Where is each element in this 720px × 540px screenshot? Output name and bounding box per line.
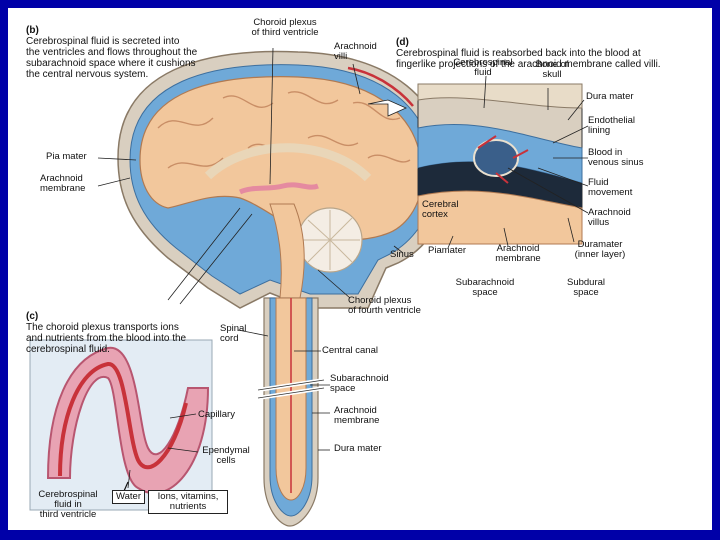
choroid-plexus-inset bbox=[29, 339, 213, 511]
label-arachnoid-villi: Arachnoid villi bbox=[334, 41, 377, 62]
label-ependymal-cells: Ependymal cells bbox=[202, 445, 250, 466]
caption-c-tag: (c) bbox=[26, 311, 39, 322]
csf-diagram bbox=[29, 47, 589, 527]
label-central-canal: Central canal bbox=[322, 345, 378, 356]
cerebrum bbox=[139, 76, 423, 241]
spinal-column bbox=[257, 297, 325, 527]
label-cerebrospinal-fluid-top: Cerebrospinal fluid bbox=[453, 57, 513, 78]
caption-b-tag: (b) bbox=[26, 25, 39, 36]
pointer-lines bbox=[97, 47, 589, 489]
zoom-connector-villus bbox=[367, 99, 407, 117]
caption-c-text: The choroid plexus transports ions and n… bbox=[26, 322, 187, 355]
caption-c: (c) The choroid plexus transports ions a… bbox=[26, 300, 236, 355]
label-water: Water bbox=[112, 490, 145, 504]
label-arachnoid-membrane-spine: Arachnoid membrane bbox=[334, 405, 380, 426]
spine-break-outline bbox=[257, 379, 325, 399]
inset-subarachnoid bbox=[418, 161, 582, 208]
caption-b: (b) Cerebrospinal fluid is secreted into… bbox=[26, 14, 236, 80]
label-pia-mater-left: Pia mater bbox=[46, 151, 87, 162]
label-blood-in-venous-sinus: Blood in venous sinus bbox=[588, 147, 644, 168]
caption-d-tag: (d) bbox=[396, 37, 409, 48]
corpus-callosum bbox=[204, 143, 372, 182]
inset-flow-arrows bbox=[477, 135, 529, 184]
venous-sinus bbox=[347, 66, 414, 107]
cerebellum-folds bbox=[300, 210, 360, 270]
label-capillary: Capillary bbox=[198, 409, 235, 420]
label-dura-mater-spine: Dura mater bbox=[334, 443, 382, 454]
label-choroid-third: Choroid plexus of third ventricle bbox=[251, 17, 319, 38]
label-arachnoid-membrane-bottom: Arachnoid membrane bbox=[495, 243, 541, 264]
label-csf-third-ventricle: Cerebrospinal fluid in third ventricle bbox=[38, 489, 98, 520]
label-arachnoid-membrane-left: Arachnoid membrane bbox=[40, 173, 86, 194]
label-ions-vitamins: Ions, vitamins, nutrients bbox=[148, 490, 228, 514]
label-subdural-space: Subdural space bbox=[566, 277, 606, 298]
caption-d-text: Cerebrospinal fluid is reabsorbed back i… bbox=[396, 48, 661, 70]
label-cerebral-cortex: Cerebral cortex bbox=[422, 199, 459, 220]
label-dura-mater-right: Dura mater bbox=[586, 91, 634, 102]
sagittal-head-section bbox=[117, 50, 449, 309]
choroid-plexus-third bbox=[238, 182, 319, 195]
caption-b-text: Cerebrospinal fluid is secreted into the… bbox=[26, 36, 198, 80]
label-bone-of-skull: Bone of skull bbox=[535, 59, 569, 80]
label-duramater-inner: Duramater (inner layer) bbox=[574, 239, 626, 260]
arachnoid-villus-inset bbox=[417, 83, 583, 245]
inset-cortex bbox=[417, 190, 583, 245]
choroid-capillary bbox=[58, 362, 188, 477]
slide: (b) Cerebrospinal fluid is secreted into… bbox=[8, 8, 712, 530]
label-sinus: Sinus bbox=[390, 249, 414, 260]
inset-bone bbox=[417, 83, 583, 109]
inset-villus bbox=[473, 139, 519, 177]
gyri-folds bbox=[157, 91, 411, 169]
label-spinal-cord: Spinal cord bbox=[220, 323, 247, 344]
zoom-connector-choroid bbox=[167, 207, 253, 305]
label-subarachnoid-space-spine: Subarachnoid space bbox=[330, 373, 389, 394]
label-subarachnoid-space-bottom: Subarachnoid space bbox=[455, 277, 515, 298]
label-fluid-movement: Fluid movement bbox=[588, 177, 633, 198]
label-arachnoid-villus: Arachnoid villus bbox=[588, 207, 631, 228]
label-endothelial-lining: Endothelial lining bbox=[588, 115, 636, 136]
caption-d: (d) Cerebrospinal fluid is reabsorbed ba… bbox=[396, 26, 706, 70]
label-choroid-fourth: Choroid plexus of fourth ventricle bbox=[348, 295, 421, 316]
label-piamater-bottom: Piamater bbox=[428, 245, 467, 256]
